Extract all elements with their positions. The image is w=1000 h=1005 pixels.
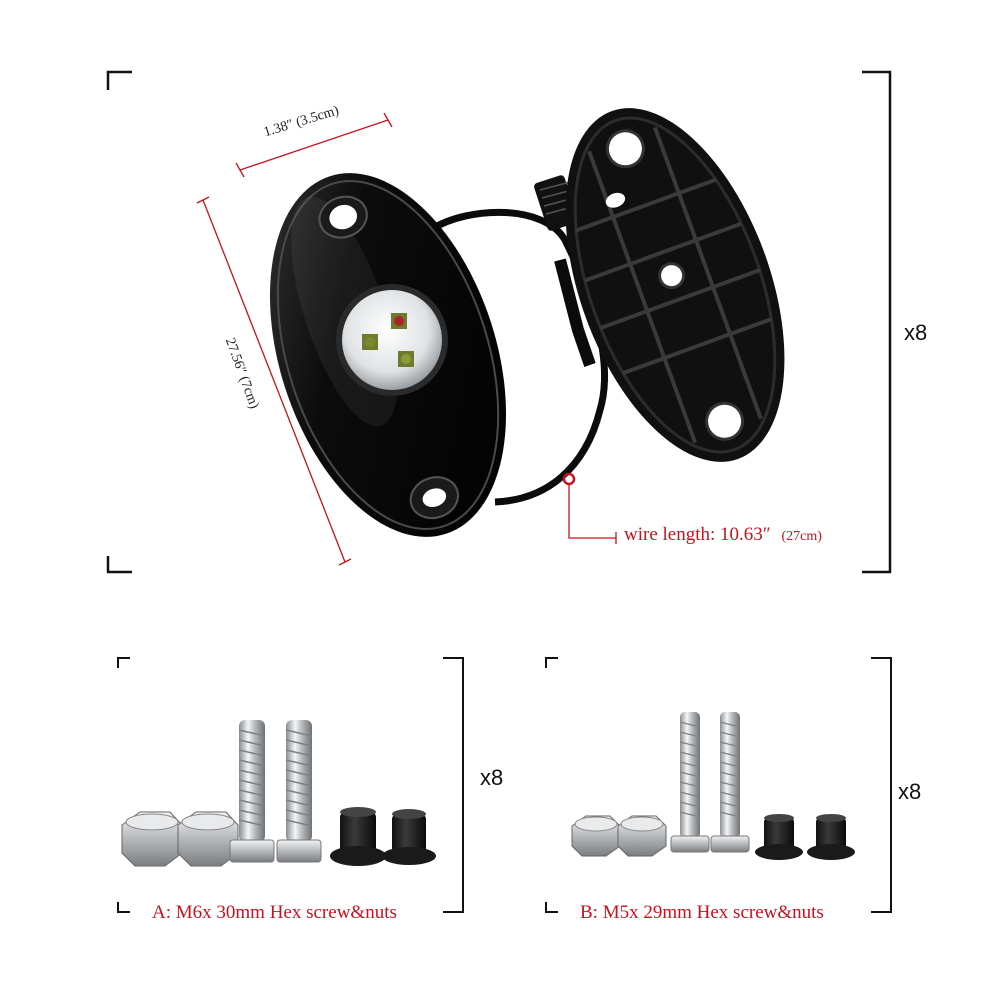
kit-a-hardware (121, 720, 436, 867)
wire-length-label: wire length: 10.63″ (27cm) (624, 524, 822, 546)
mounting-bracket (565, 108, 785, 462)
product-quantity: x8 (904, 320, 928, 345)
kit-b-quantity: x8 (898, 779, 922, 804)
rubber-spacer (755, 814, 803, 860)
led-lens (336, 284, 448, 396)
top-frame-brackets (106, 70, 892, 574)
rubber-spacer (330, 807, 386, 866)
led-chip-green (362, 334, 378, 350)
hex-nut (617, 815, 667, 857)
wire-length-metric: (27cm) (781, 529, 822, 544)
length-dimension-line (196, 196, 352, 566)
hex-nut (121, 811, 183, 867)
hex-screw (229, 720, 275, 863)
hex-nut (177, 811, 239, 867)
hex-screw (276, 720, 322, 863)
kit-b-frame-brackets (545, 657, 892, 913)
wire-length-pointer (562, 472, 617, 544)
kit-b-hardware (571, 712, 855, 860)
hex-screw (670, 712, 710, 853)
rubber-spacer (807, 814, 855, 860)
kit-a-quantity: x8 (480, 765, 504, 790)
led-chip-blue (398, 351, 414, 367)
hex-nut (571, 815, 621, 857)
wire-length-text: wire length: 10.63″ (624, 524, 771, 545)
kit-b-caption: B: M5x 29mm Hex screw&nuts (580, 902, 824, 923)
led-chip-red (391, 313, 407, 329)
kit-a-frame-brackets (117, 657, 464, 913)
width-dimension-line (235, 112, 393, 178)
rubber-spacer (382, 809, 436, 865)
kit-a-caption: A: M6x 30mm Hex screw&nuts (152, 902, 397, 923)
hex-screw (710, 712, 750, 853)
